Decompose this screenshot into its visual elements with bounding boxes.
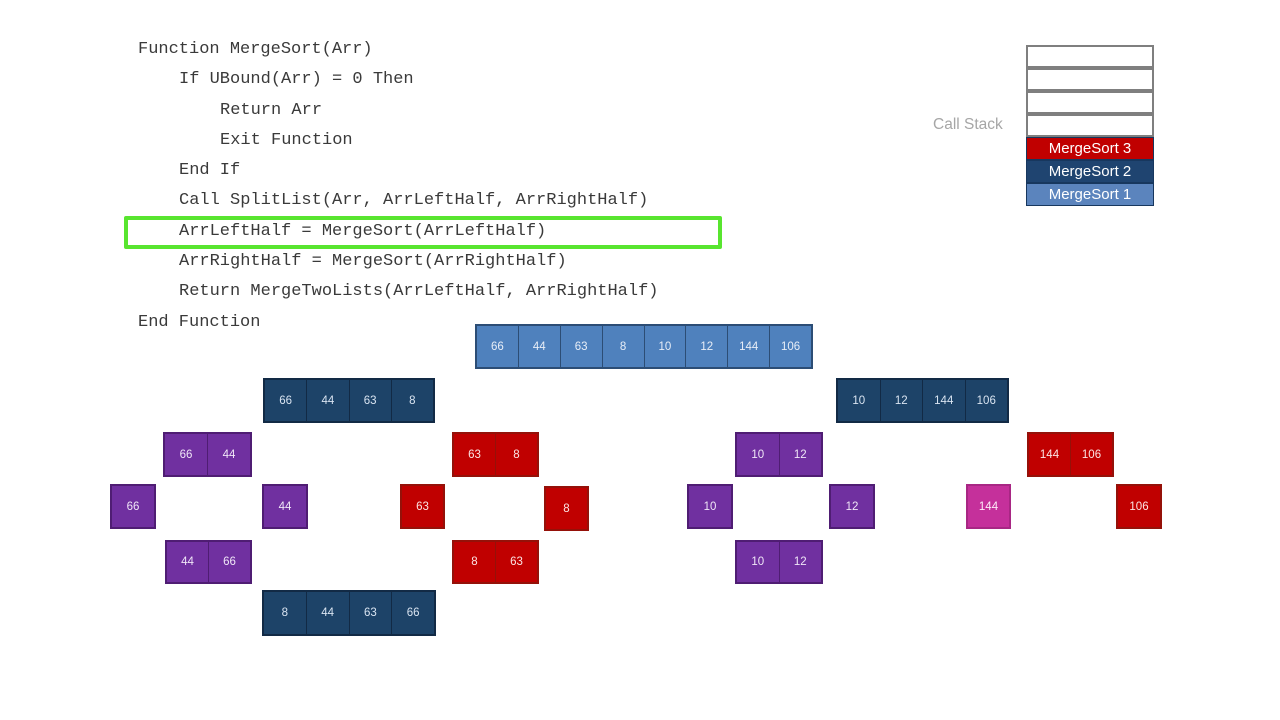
code-line: Return MergeTwoLists(ArrLeftHalf, ArrRig… bbox=[179, 282, 659, 302]
array-cell: 66 bbox=[165, 434, 207, 475]
array-cell: 63 bbox=[559, 326, 602, 367]
stack-frame: MergeSort 3 bbox=[1026, 137, 1154, 160]
array-cell: 66 bbox=[391, 592, 434, 634]
array-single-12: 12 bbox=[829, 484, 875, 529]
array-cell: 12 bbox=[778, 434, 821, 475]
array-cell: 8 bbox=[546, 488, 587, 529]
call-stack-label: Call Stack bbox=[933, 116, 1003, 133]
array-cell: 44 bbox=[517, 326, 560, 367]
array-single-66: 66 bbox=[110, 484, 156, 529]
code-line: Return Arr bbox=[220, 100, 323, 120]
array-cell: 8 bbox=[264, 592, 306, 634]
array-cell: 144 bbox=[1029, 434, 1070, 475]
array-cell: 106 bbox=[769, 326, 811, 367]
array-cell: 10 bbox=[838, 380, 880, 421]
stack-empty-slot bbox=[1026, 45, 1154, 68]
array-cell: 10 bbox=[643, 326, 686, 367]
stack-empty-slot bbox=[1026, 68, 1154, 91]
pseudocode-block: Function MergeSort(Arr) If UBound(Arr) = … bbox=[138, 35, 658, 338]
array-cell: 63 bbox=[495, 542, 537, 582]
stack-frame: MergeSort 1 bbox=[1026, 183, 1154, 206]
array-single-8: 8 bbox=[544, 486, 589, 531]
array-cell: 12 bbox=[778, 542, 821, 582]
code-line: Call SplitList(Arr, ArrLeftHalf, ArrRigh… bbox=[179, 191, 649, 211]
code-line-current: ArrLeftHalf = MergeSort(ArrLeftHalf) bbox=[179, 221, 547, 241]
array-cell: 12 bbox=[685, 326, 728, 367]
array-cell: 44 bbox=[306, 380, 349, 421]
array-cell: 8 bbox=[601, 326, 644, 367]
array-single-144: 144 bbox=[966, 484, 1011, 529]
array-cell: 8 bbox=[454, 542, 495, 582]
array-cell: 10 bbox=[737, 434, 779, 475]
array-cell: 63 bbox=[348, 592, 392, 634]
code-line: ArrRightHalf = MergeSort(ArrRightHalf) bbox=[179, 252, 567, 272]
array-cell: 66 bbox=[265, 380, 307, 421]
array-cell: 66 bbox=[208, 542, 250, 582]
current-line-highlight bbox=[124, 216, 722, 249]
array-cell: 10 bbox=[689, 486, 731, 527]
array-cell: 12 bbox=[879, 380, 922, 421]
array-cell: 44 bbox=[207, 434, 250, 475]
array-cell: 106 bbox=[1070, 434, 1112, 475]
array-single-63: 63 bbox=[400, 484, 445, 529]
code-line: End If bbox=[179, 161, 241, 181]
code-line: If UBound(Arr) = 0 Then bbox=[179, 70, 414, 90]
array-cell: 8 bbox=[390, 380, 433, 421]
array-cell: 44 bbox=[305, 592, 349, 634]
array-single-44: 44 bbox=[262, 484, 308, 529]
array-cell: 106 bbox=[964, 380, 1007, 421]
array-cell: 8 bbox=[495, 434, 537, 475]
array-cell: 12 bbox=[831, 486, 873, 527]
stack-empty-slot bbox=[1026, 114, 1154, 137]
array-cell: 63 bbox=[348, 380, 391, 421]
code-line: Function MergeSort(Arr) bbox=[138, 40, 373, 59]
array-cell: 44 bbox=[264, 486, 306, 527]
array-cell: 44 bbox=[167, 542, 208, 582]
code-line: End Function bbox=[138, 312, 261, 332]
stack-frame: MergeSort 2 bbox=[1026, 160, 1154, 183]
code-line: Exit Function bbox=[220, 130, 353, 150]
array-single-106: 106 bbox=[1116, 484, 1162, 529]
array-cell: 66 bbox=[477, 326, 518, 367]
array-cell: 144 bbox=[922, 380, 965, 421]
array-cell: 66 bbox=[112, 486, 154, 527]
array-cell: 144 bbox=[727, 326, 770, 367]
array-single-10: 10 bbox=[687, 484, 733, 529]
array-cell: 10 bbox=[737, 542, 779, 582]
array-cell: 63 bbox=[402, 486, 443, 527]
array-cell: 106 bbox=[1118, 486, 1160, 527]
array-cell: 63 bbox=[454, 434, 495, 475]
stack-empty-slot bbox=[1026, 91, 1154, 114]
array-cell: 144 bbox=[968, 486, 1009, 527]
